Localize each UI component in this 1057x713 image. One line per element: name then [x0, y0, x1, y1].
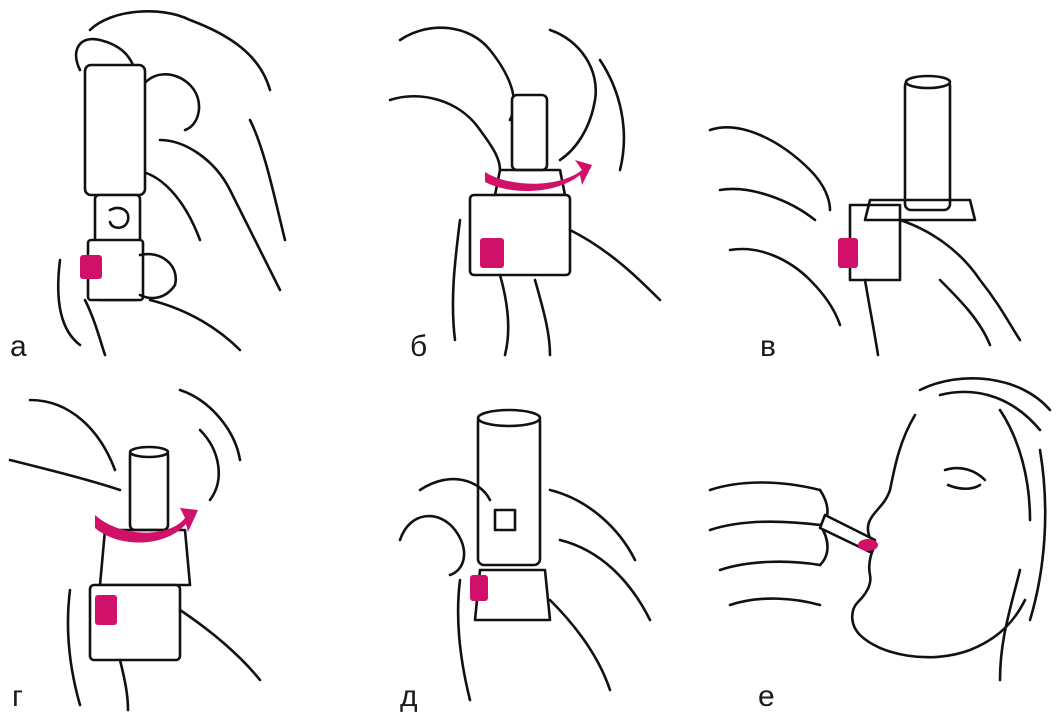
inhaler-upright-ready-icon [360, 370, 690, 713]
step-a-panel: а [0, 0, 330, 360]
pink-marker [858, 539, 878, 551]
step-label: г [12, 682, 23, 712]
step-label: в [760, 332, 776, 362]
step-b-panel: б [360, 0, 690, 360]
inhaler-held-upright-icon [0, 0, 330, 360]
inhaler-twist-base-icon [360, 0, 690, 360]
pink-marker [480, 238, 504, 268]
pink-marker [95, 595, 117, 625]
pink-marker [470, 575, 488, 601]
step-label: а [10, 332, 27, 362]
inhaler-twist-back-icon [0, 370, 330, 713]
pink-marker [838, 238, 858, 268]
inhaler-loaded-icon [700, 60, 1057, 360]
pink-marker [80, 255, 102, 279]
step-f-panel: е [700, 370, 1057, 713]
step-e-panel: д [360, 370, 690, 713]
step-label: б [410, 332, 427, 362]
step-label: е [758, 682, 775, 712]
step-label: д [400, 682, 418, 712]
step-c-panel: в [700, 60, 1057, 360]
inhaler-inhalation-icon [700, 370, 1057, 713]
step-d-panel: г [0, 370, 330, 713]
